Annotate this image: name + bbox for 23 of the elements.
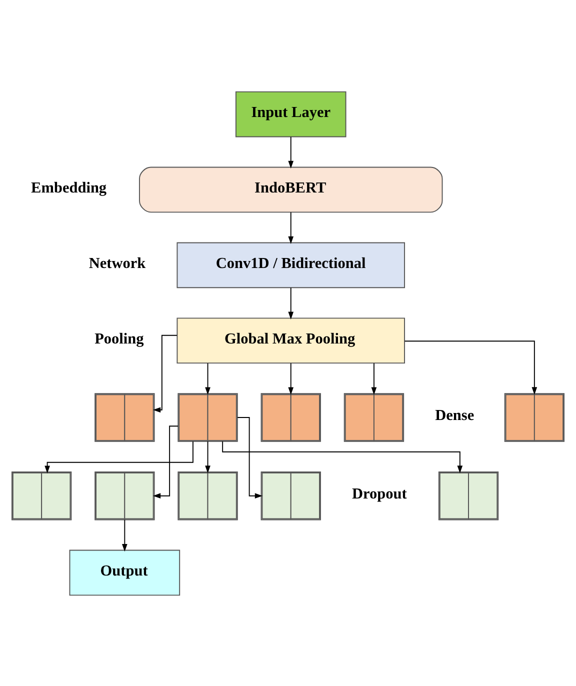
- label: Pooling: [94, 330, 144, 347]
- arrow: [152, 425, 179, 498]
- arrow: [222, 440, 463, 473]
- arrow: [288, 286, 294, 319]
- label: Dense: [435, 406, 474, 424]
- label: Embedding: [31, 178, 107, 196]
- node-box: Input Layer: [235, 90, 346, 137]
- label: Dropout: [352, 485, 407, 502]
- arrow: [371, 362, 377, 394]
- node-box: IndoBERT: [139, 166, 443, 212]
- label: Network: [88, 254, 146, 272]
- node-box: Conv1D / Bidirectional: [176, 242, 405, 288]
- arrow: [288, 211, 294, 244]
- node-box: Output: [69, 549, 180, 596]
- arrow: [44, 440, 194, 473]
- arrow: [404, 340, 538, 394]
- arrow: [288, 136, 294, 168]
- arrow: [205, 362, 210, 394]
- arrow: [288, 362, 294, 394]
- node-box: Global Max Pooling: [176, 317, 405, 364]
- arrow: [152, 334, 178, 412]
- arrow: [122, 518, 128, 552]
- arrow: [205, 440, 210, 473]
